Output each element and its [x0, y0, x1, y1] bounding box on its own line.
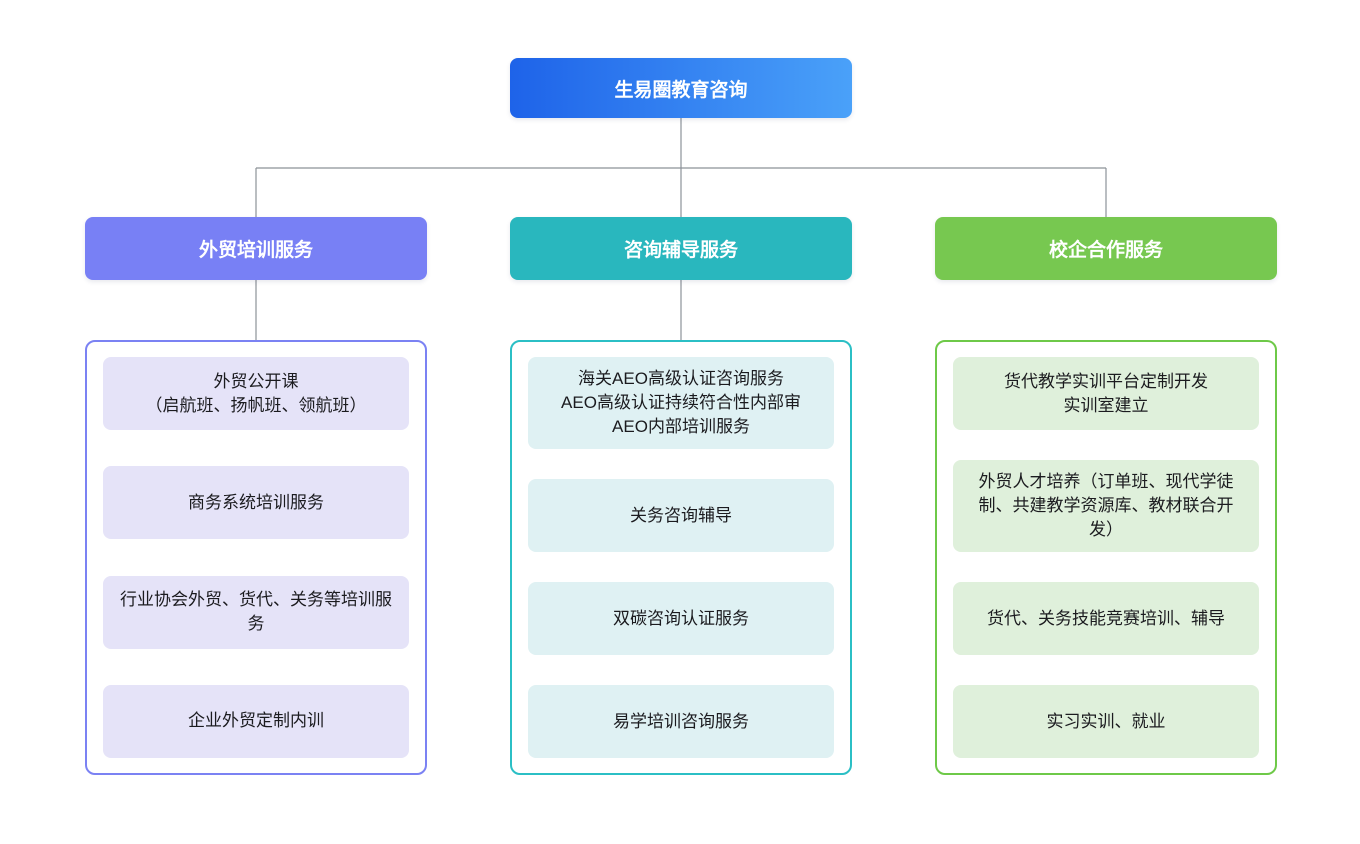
leaf-node: 货代教学实训平台定制开发 实训室建立	[953, 357, 1259, 430]
branch-box-trade-training: 外贸公开课 （启航班、扬帆班、领航班） 商务系统培训服务 行业协会外贸、货代、关…	[85, 340, 427, 775]
branch-header-consulting: 咨询辅导服务	[510, 217, 852, 280]
branch-box-school-enterprise: 货代教学实训平台定制开发 实训室建立 外贸人才培养（订单班、现代学徒制、共建教学…	[935, 340, 1277, 775]
branch-header-school-enterprise: 校企合作服务	[935, 217, 1277, 280]
leaf-node: 行业协会外贸、货代、关务等培训服务	[103, 575, 409, 649]
leaf-node: 易学培训咨询服务	[528, 685, 834, 758]
branch-header-label: 咨询辅导服务	[623, 240, 738, 261]
branch-header-label: 校企合作服务	[1048, 240, 1163, 261]
leaf-node: 企业外贸定制内训	[103, 684, 409, 758]
leaf-node: 实习实训、就业	[953, 685, 1259, 758]
root-node-label: 生易圈教育咨询	[614, 79, 748, 101]
branch-header-trade-training: 外贸培训服务	[85, 217, 427, 280]
leaf-node: 海关AEO高级认证咨询服务 AEO高级认证持续符合性内部审 AEO内部培训服务	[528, 357, 834, 449]
leaf-node: 外贸公开课 （启航班、扬帆班、领航班）	[103, 357, 409, 430]
branch-header-label: 外贸培训服务	[198, 240, 313, 261]
leaf-node: 商务系统培训服务	[103, 466, 409, 540]
leaf-node: 货代、关务技能竞赛培训、辅导	[953, 582, 1259, 655]
branch-box-consulting: 海关AEO高级认证咨询服务 AEO高级认证持续符合性内部审 AEO内部培训服务 …	[510, 340, 852, 775]
root-node: 生易圈教育咨询	[510, 58, 852, 118]
leaf-node: 关务咨询辅导	[528, 479, 834, 552]
leaf-node: 双碳咨询认证服务	[528, 582, 834, 655]
leaf-node: 外贸人才培养（订单班、现代学徒制、共建教学资源库、教材联合开发）	[953, 460, 1259, 552]
